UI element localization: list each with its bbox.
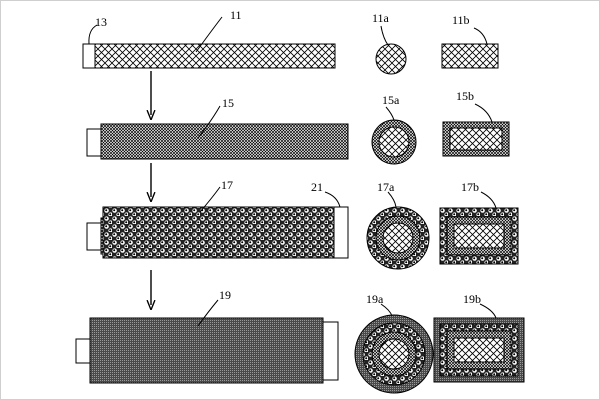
cross-section-19b-core [453, 337, 505, 363]
label-17: 17 [221, 178, 233, 192]
label-13: 13 [95, 15, 107, 29]
label-17a: 17a [377, 180, 395, 194]
end-cap-row-2 [86, 128, 102, 157]
leader-21 [324, 191, 341, 208]
strip-17 [102, 206, 335, 259]
label-21: 21 [311, 180, 323, 194]
strip-19 [89, 317, 324, 384]
end-cap-13 [82, 43, 96, 69]
leader-11a [380, 25, 389, 46]
leader-11b [473, 27, 488, 45]
label-15a: 15a [382, 93, 400, 107]
leader-17 [199, 186, 221, 213]
cross-section-15a-core [378, 126, 410, 158]
leader-15b [474, 103, 493, 123]
leader-13 [88, 24, 98, 45]
label-15: 15 [222, 96, 234, 110]
leader-19b [479, 303, 497, 319]
cross-section-17b-core [453, 223, 505, 249]
end-cap-row-3 [86, 222, 102, 251]
leader-15a [385, 106, 395, 121]
end-band-21 [333, 206, 349, 259]
label-19a: 19a [366, 292, 384, 306]
label-11a: 11a [372, 11, 390, 25]
end-cap-row-4 [75, 338, 91, 364]
row-1: 13 11 11a 11b [82, 8, 499, 75]
strip-15 [100, 123, 349, 160]
label-19: 19 [219, 288, 231, 302]
leader-17a [387, 191, 397, 208]
cross-section-15b-core [449, 127, 503, 151]
row-4: 19 19a 19b [75, 288, 525, 394]
end-band-row-4 [322, 321, 339, 381]
leader-15 [197, 105, 221, 139]
cross-section-17a-core [382, 222, 414, 254]
label-15b: 15b [456, 89, 474, 103]
strip-11 [94, 43, 336, 69]
leader-11 [195, 16, 223, 53]
label-11: 11 [230, 8, 242, 22]
row-2: 15 15a 15b [86, 89, 510, 165]
leader-17b [480, 191, 497, 209]
cross-section-11b [441, 43, 499, 69]
leader-19a [380, 303, 393, 317]
leader-19 [197, 299, 219, 327]
label-11b: 11b [452, 13, 470, 27]
row-3: 17 21 17a 17b [86, 178, 519, 270]
cross-section-19a-core [378, 338, 410, 370]
cross-section-11a [375, 43, 407, 75]
label-17b: 17b [461, 180, 479, 194]
label-19b: 19b [463, 292, 481, 306]
